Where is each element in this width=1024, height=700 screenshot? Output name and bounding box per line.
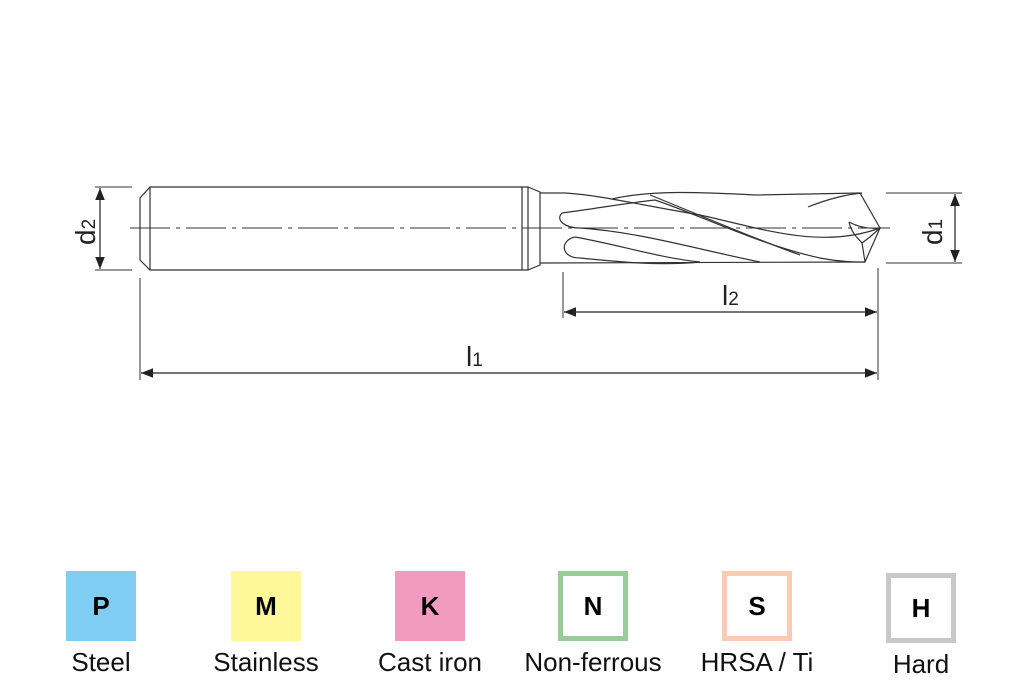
material-p: P Steel bbox=[31, 571, 171, 678]
material-badge-p: P bbox=[66, 571, 136, 641]
l2-label: l2 bbox=[722, 280, 739, 311]
material-badge-k: K bbox=[395, 571, 465, 641]
material-m: M Stainless bbox=[196, 571, 336, 678]
flute-body bbox=[539, 192, 882, 264]
material-label: Stainless bbox=[213, 647, 319, 677]
material-n: N Non-ferrous bbox=[523, 571, 663, 678]
material-label: Hard bbox=[892, 649, 950, 679]
material-badge-n: N bbox=[558, 571, 628, 641]
d2-label: d2 bbox=[70, 219, 101, 245]
material-badge-h: H bbox=[886, 573, 956, 643]
d1-label: d1 bbox=[917, 219, 948, 245]
material-s: S HRSA / Ti bbox=[687, 571, 827, 678]
material-label: HRSA / Ti bbox=[700, 647, 814, 677]
material-label: Cast iron bbox=[377, 647, 483, 677]
material-k: K Cast iron bbox=[360, 571, 500, 678]
material-badge-m: M bbox=[231, 571, 301, 641]
l1-label: l1 bbox=[466, 341, 483, 372]
material-badge-s: S bbox=[722, 571, 792, 641]
material-label: Non-ferrous bbox=[524, 647, 662, 677]
material-h: H Hard bbox=[851, 573, 991, 680]
material-label: Steel bbox=[71, 647, 131, 677]
